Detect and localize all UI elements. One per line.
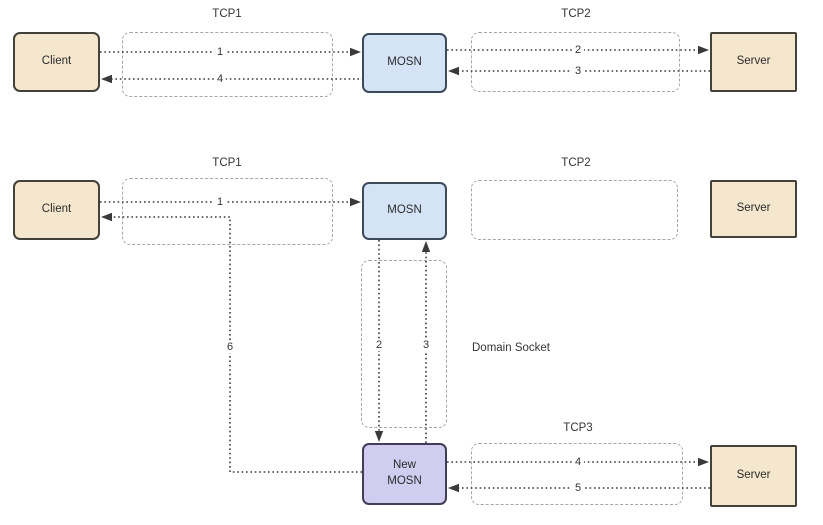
tcp2-title-bottom: TCP2 bbox=[561, 157, 591, 169]
tcp1-channel-bottom bbox=[122, 178, 333, 245]
domain-socket-channel bbox=[361, 260, 447, 428]
bottom-flow-3-label: 3 bbox=[419, 338, 433, 352]
tcp3-channel bbox=[471, 443, 683, 505]
node-client-top-label: Client bbox=[41, 55, 72, 68]
bottom-flow-3-arrowhead bbox=[421, 241, 431, 252]
bottom-flow-2-label: 2 bbox=[372, 338, 386, 352]
bottom-flow-5-label: 5 bbox=[571, 481, 585, 495]
node-server-mid: Server bbox=[710, 180, 797, 238]
node-client-bottom: Client bbox=[13, 180, 100, 240]
node-mosn-bottom: MOSN bbox=[362, 182, 447, 240]
top-flow-1-arrowhead bbox=[350, 47, 361, 57]
node-mosn-bottom-label: MOSN bbox=[387, 204, 422, 217]
bottom-flow-1-arrowhead bbox=[350, 197, 361, 207]
node-server-top: Server bbox=[710, 32, 797, 92]
bottom-flow-2-arrowhead bbox=[374, 431, 384, 442]
bottom-flow-4-label: 4 bbox=[571, 455, 585, 469]
bottom-flow-4-arrowhead bbox=[698, 457, 709, 467]
node-new-mosn-label-line2: MOSN bbox=[387, 475, 422, 487]
node-new-mosn-label-line1: New bbox=[392, 459, 416, 472]
top-flow-4-arrowhead bbox=[101, 74, 112, 84]
top-flow-3-label: 3 bbox=[571, 64, 585, 78]
top-flow-1-label: 1 bbox=[213, 45, 227, 59]
tcp3-title: TCP3 bbox=[563, 422, 593, 434]
node-client-bottom-label: Client bbox=[41, 203, 72, 216]
tcp2-channel-bottom bbox=[471, 180, 678, 240]
node-server-top-label: Server bbox=[736, 55, 771, 68]
node-server-mid-label: Server bbox=[736, 202, 771, 215]
tcp1-title-bottom: TCP1 bbox=[212, 157, 242, 169]
top-flow-3-arrowhead bbox=[448, 66, 459, 76]
node-new-mosn: New MOSN bbox=[362, 443, 447, 505]
bottom-flow-5-arrowhead bbox=[448, 483, 459, 493]
bottom-flow-1-label: 1 bbox=[213, 195, 227, 209]
tcp2-channel-top bbox=[471, 32, 680, 92]
node-new-mosn-label: New MOSN bbox=[387, 458, 422, 489]
top-flow-2-arrowhead bbox=[698, 45, 709, 55]
bottom-flow-6-label: 6 bbox=[223, 340, 237, 354]
domain-socket-title: Domain Socket bbox=[472, 342, 550, 354]
top-flow-4-label: 4 bbox=[213, 72, 227, 86]
tcp1-title-top: TCP1 bbox=[212, 8, 242, 20]
top-flow-2-label: 2 bbox=[571, 43, 585, 57]
node-server-bottom: Server bbox=[710, 445, 797, 507]
node-mosn-top-label: MOSN bbox=[387, 56, 422, 69]
node-server-bottom-label: Server bbox=[736, 469, 771, 482]
tcp1-channel-top bbox=[122, 32, 333, 97]
bottom-flow-6-line bbox=[113, 216, 362, 473]
node-client-top: Client bbox=[13, 32, 100, 92]
node-mosn-top: MOSN bbox=[362, 33, 447, 93]
bottom-flow-6-arrowhead bbox=[101, 212, 112, 222]
tcp2-title-top: TCP2 bbox=[561, 8, 591, 20]
